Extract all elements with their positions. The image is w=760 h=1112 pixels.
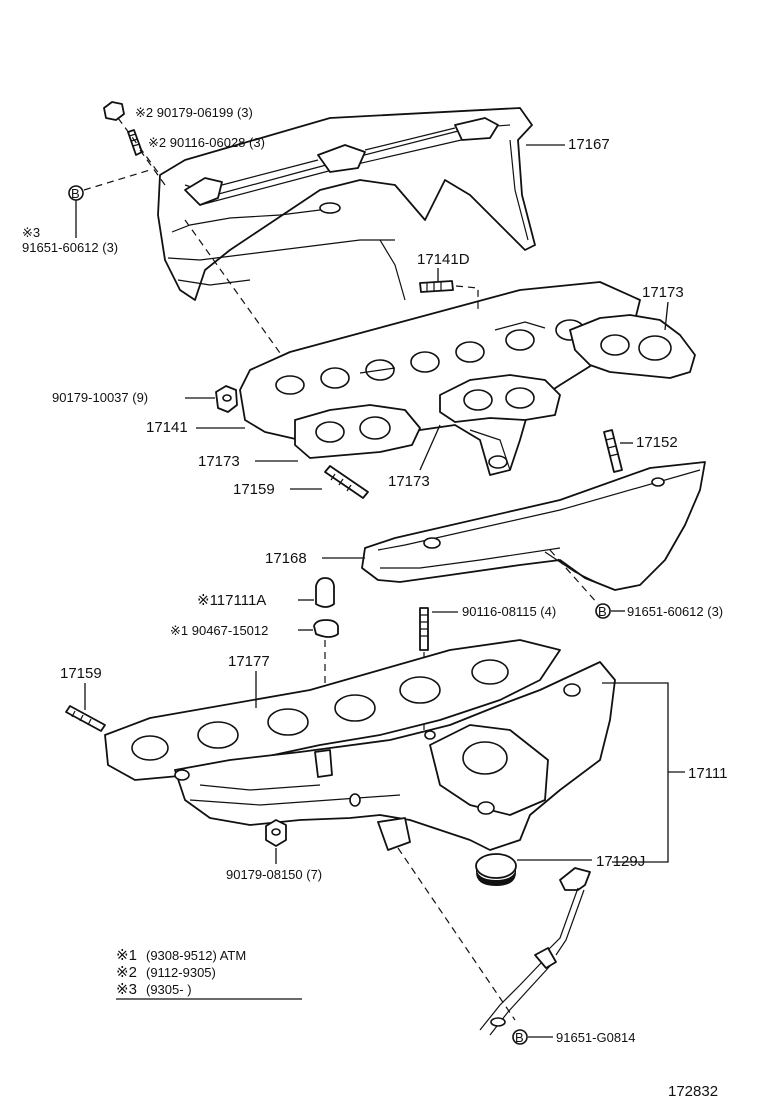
legend-mark-2: ※2 bbox=[116, 964, 137, 981]
label-90116-06028: ※2 90116-06028 (3) bbox=[148, 135, 265, 150]
hex-nut-lower-icon bbox=[265, 819, 287, 847]
legend-text-3: (9305- ) bbox=[146, 982, 192, 997]
label-17173-b: 17173 bbox=[198, 453, 240, 470]
b-clip-icon-b: B bbox=[595, 603, 611, 619]
stud-90116-08115-icon bbox=[419, 607, 429, 651]
legend-text-2: (9112-9305) bbox=[146, 965, 216, 980]
stud-bolt-icon bbox=[127, 129, 143, 156]
label-91651-g0814: 91651-G0814 bbox=[556, 1030, 636, 1045]
heat-insulator-lower bbox=[361, 461, 706, 591]
legend-text-1: (9308-9512) ATM bbox=[146, 948, 246, 963]
label-17152: 17152 bbox=[636, 434, 678, 451]
label-17129j: 17129J bbox=[596, 853, 645, 870]
hose-clamp-icon bbox=[313, 619, 339, 638]
stud-17152-icon bbox=[603, 429, 623, 473]
gasket-lower-center bbox=[439, 374, 561, 423]
label-17173-a: 17173 bbox=[642, 284, 684, 301]
svg-text:B: B bbox=[515, 1030, 524, 1045]
label-90179-06199: ※2 90179-06199 (3) bbox=[135, 105, 253, 120]
guide-tube bbox=[479, 867, 591, 1036]
b-clip-icon-c: B bbox=[512, 1029, 528, 1045]
label-17167: 17167 bbox=[568, 136, 610, 153]
label-91651-60612-b: 91651-60612 (3) bbox=[627, 604, 723, 619]
stud-17159-upper-icon bbox=[324, 465, 369, 499]
label-17168: 17168 bbox=[265, 550, 307, 567]
legend-mark-3: ※3 bbox=[116, 981, 137, 998]
svg-text:B: B bbox=[71, 186, 80, 201]
legend: ※1 (9308-9512) ATM ※2 (9112-9305) ※3 (93… bbox=[116, 947, 302, 1000]
stud-17141d-icon bbox=[419, 280, 454, 293]
label-17141d: 17141D bbox=[417, 251, 470, 268]
label-17141: 17141 bbox=[146, 419, 188, 436]
cap-icon bbox=[315, 577, 335, 608]
label-90467-15012: ※1 90467-15012 bbox=[170, 623, 268, 638]
svg-text:B: B bbox=[598, 604, 607, 619]
label-17159-b: 17159 bbox=[60, 665, 102, 682]
heat-insulator-upper bbox=[157, 107, 536, 301]
b-clip-icon-a: B bbox=[68, 185, 84, 201]
label-17111a: ※117111A bbox=[197, 592, 266, 609]
label-17111: 17111 bbox=[688, 765, 728, 782]
intake-manifold bbox=[104, 639, 616, 851]
stud-17159-lower-icon bbox=[65, 705, 106, 732]
legend-mark-1: ※1 bbox=[116, 947, 137, 964]
label-17177: 17177 bbox=[228, 653, 270, 670]
label-17159-a: 17159 bbox=[233, 481, 275, 498]
gasket-upper-right bbox=[569, 314, 696, 379]
figure-id: 172832 bbox=[668, 1083, 718, 1100]
label-90179-10037: 90179-10037 (9) bbox=[52, 390, 148, 405]
label-90116-08115: 90116-08115 (4) bbox=[462, 604, 556, 619]
label-17173-c: 17173 bbox=[388, 473, 430, 490]
gasket-lower-left bbox=[294, 404, 421, 459]
plug-17129j-icon bbox=[475, 853, 517, 886]
hex-nut-icon bbox=[215, 385, 238, 413]
label-91651-60612-a: 91651-60612 (3) bbox=[22, 240, 118, 255]
label-note-3: ※3 bbox=[22, 225, 40, 240]
label-90179-08150: 90179-08150 (7) bbox=[226, 867, 322, 882]
flange-nut-icon bbox=[103, 101, 125, 121]
